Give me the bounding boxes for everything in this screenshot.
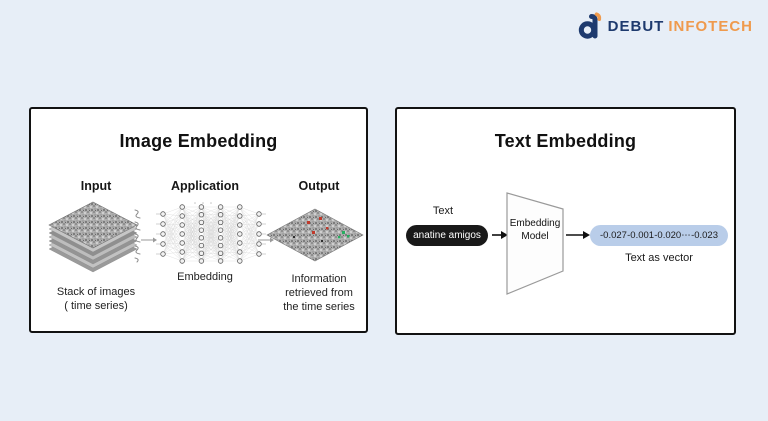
text-embedding-title: Text Embedding [494,131,637,151]
vector-output-pill: -0.027 -0.001 -0.020 ⋯ -0.023 [590,225,728,246]
output-caption-line3: the time series [283,301,355,313]
brand-name-second: INFOTECH [668,17,753,35]
brand-name-first: DEBUT [607,17,665,35]
vector-value: -0.001 [627,230,655,241]
image-embedding-title: Image Embedding [119,131,278,151]
arrow-right-icon [258,237,274,243]
text-input-label: Text [432,205,454,217]
output-image-graphic [266,208,364,262]
input-caption: Stack of images ( time series) [41,285,151,313]
embedding-model-shape [506,192,564,295]
vector-value: -0.027 [600,230,627,241]
text-embedding-panel: Text Embedding Text anatine amigos Embed… [395,107,736,335]
embedding-model-label-line1: Embedding [509,218,561,229]
column-header-output: Output [298,179,340,193]
vector-value: -0.020 [654,230,682,241]
arrow-right-icon [566,231,590,239]
embedding-caption: Embedding [177,271,233,283]
arrow-right-icon [492,231,508,239]
debut-infotech-logo-icon [578,12,601,39]
embedding-model-label: Embedding Model [507,217,563,243]
output-caption: Information retrieved from the time seri… [265,272,373,314]
text-input-pill: anatine amigos [406,225,488,246]
output-caption-line2: retrieved from [285,287,353,299]
vector-value: -0.023 [691,230,718,241]
feature-marks-icon [134,209,141,263]
column-header-input: Input [80,179,112,193]
image-embedding-panel: Image Embedding Input Application Output [29,107,368,333]
vector-ellipsis: ⋯ [681,230,691,241]
embedding-model-label-line2: Model [521,231,549,242]
input-caption-line1: Stack of images [56,286,136,298]
image-stack-graphic [48,201,138,273]
output-caption-line1: Information [291,273,347,285]
input-caption-line2: ( time series) [64,300,128,312]
neural-network-graphic [156,202,266,264]
column-header-application: Application [170,179,240,193]
vector-caption: Text as vector [625,252,693,264]
arrow-right-icon [141,237,157,243]
